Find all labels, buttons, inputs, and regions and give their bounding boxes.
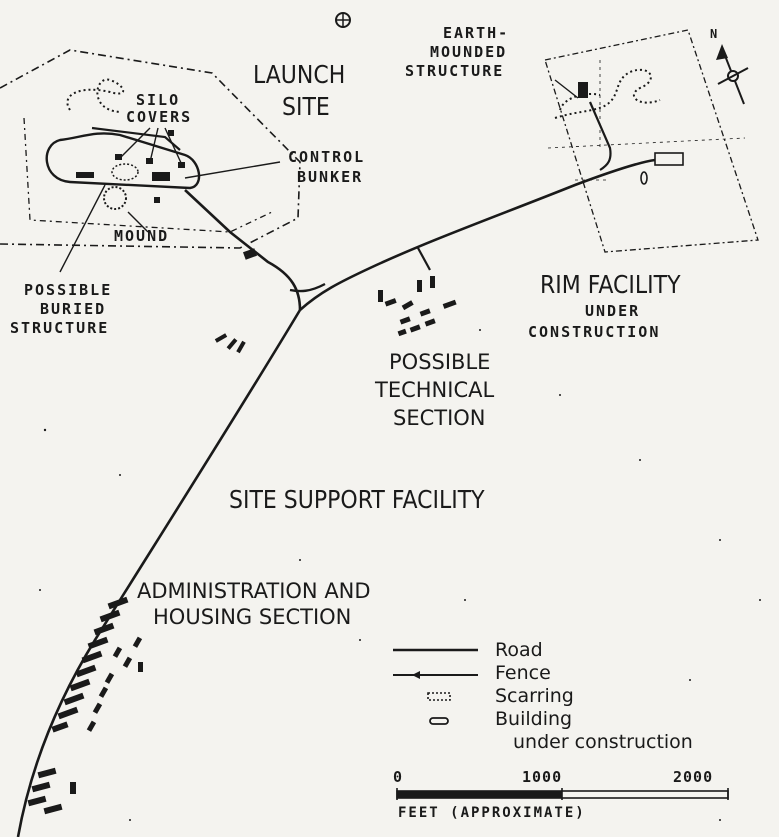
mound-leader	[127, 211, 149, 233]
launch-loop-road	[45, 132, 201, 190]
buried-structure-label-line1: POSSIBLE	[24, 281, 113, 299]
technical-section-label-line1: POSSIBLE	[389, 350, 491, 374]
silo-leader-1	[119, 127, 151, 159]
launch-site-inner-fence	[23, 117, 273, 233]
buried-structure-label-line2: BURIED	[40, 300, 107, 318]
silo-covers-label-line1: SILO	[136, 91, 181, 109]
legend-fence-label: Fence	[495, 662, 551, 684]
housing-buildings	[27, 596, 143, 815]
legend-fence-symbol	[393, 671, 478, 679]
road-launch-north	[91, 126, 181, 151]
rim-inner-lines	[547, 60, 746, 181]
control-bunker-label-line2: BUNKER	[297, 168, 364, 186]
launch-building-2	[154, 197, 160, 203]
silo-cover-3	[178, 162, 185, 168]
scale-tick-0: 0	[393, 768, 403, 786]
rim-under-label: UNDER	[585, 302, 641, 320]
road-to-rim	[299, 158, 656, 311]
mound-scarring	[103, 186, 127, 210]
earth-mounded-structure	[578, 82, 588, 98]
rim-scarring	[554, 69, 661, 119]
silo-scarring	[111, 163, 139, 181]
west-building-cluster	[214, 333, 246, 354]
launch-site-label-line2: SITE	[282, 92, 330, 121]
rim-facility-label: RIM FACILITY	[540, 270, 681, 299]
technical-section-label-line3: SECTION	[393, 406, 486, 430]
terrain-specks	[39, 329, 761, 821]
junction-road-west	[184, 189, 302, 311]
rim-construction-label: CONSTRUCTION	[528, 323, 661, 341]
legend-road-label: Road	[495, 639, 543, 661]
launch-building-3	[242, 248, 258, 260]
control-bunker-label-line1: CONTROL	[288, 148, 366, 166]
north-label: N	[710, 27, 718, 41]
launch-building-1	[168, 130, 174, 136]
rim-service-road	[588, 101, 612, 171]
silo-leader-2	[149, 127, 159, 163]
earth-mounded-label-line3: STRUCTURE	[405, 62, 505, 80]
site-support-facility-label: SITE SUPPORT FACILITY	[229, 485, 485, 514]
earth-mound-leader	[554, 79, 579, 99]
buried-structure	[76, 172, 94, 178]
launch-site-scarring	[66, 78, 125, 113]
legend-building-label-line1: Building	[495, 708, 573, 730]
launch-site-fence	[0, 49, 301, 249]
earth-mounded-label-line2: MOUNDED	[430, 43, 508, 61]
buried-leader	[59, 184, 106, 273]
scale-tick-2000: 2000	[673, 768, 714, 786]
silo-cover-2	[146, 158, 153, 164]
control-bunker	[152, 172, 170, 181]
earth-mounded-label-line1: EARTH-	[443, 24, 510, 42]
silo-cover-1	[115, 154, 122, 160]
scale-tick-1000: 1000	[522, 768, 563, 786]
launch-site-label-line1: LAUNCH	[253, 60, 346, 89]
legend-scarring-label: Scarring	[495, 685, 574, 707]
buried-structure-label-line3: STRUCTURE	[10, 319, 110, 337]
north-arrow	[716, 44, 749, 105]
rim-facility-fence	[544, 29, 759, 253]
scale-unit-label: FEET (APPROXIMATE)	[398, 805, 586, 821]
mound-label: MOUND	[114, 227, 170, 245]
bunker-leader	[184, 161, 281, 179]
technical-section-buildings	[378, 276, 457, 337]
silo-leader-3	[164, 127, 183, 166]
road-junction-link	[289, 282, 326, 293]
silo-covers-label-line2: COVERS	[126, 108, 193, 126]
housing-section-label-line2: HOUSING SECTION	[153, 605, 352, 629]
legend-building-label-line2: under construction	[513, 731, 693, 753]
technical-section-label-line2: TECHNICAL	[375, 378, 495, 402]
rim-small-building	[640, 171, 648, 185]
legend-scarring-symbol	[427, 692, 451, 701]
rim-building-under-construction	[654, 152, 684, 166]
spur-road-technical	[417, 247, 431, 271]
top-compass-symbol	[335, 12, 351, 28]
legend-building-symbol	[429, 717, 449, 725]
scale-bar	[396, 788, 729, 800]
administration-label-line1: ADMINISTRATION AND	[137, 579, 371, 603]
